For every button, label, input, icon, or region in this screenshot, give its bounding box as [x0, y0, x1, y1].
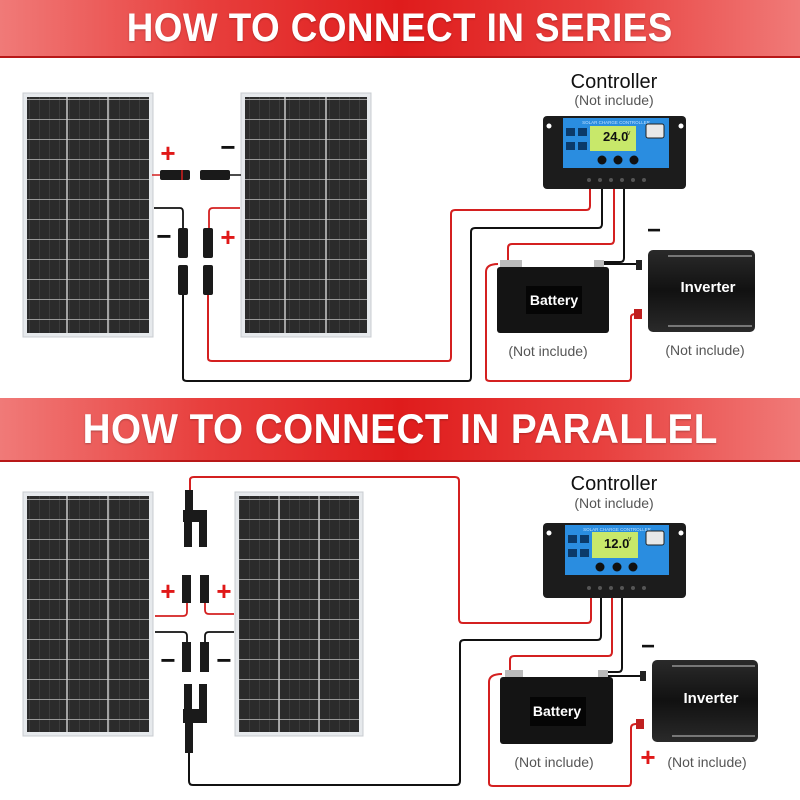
inverter-label: Inverter	[683, 690, 738, 707]
controller-label: Controller	[571, 71, 658, 93]
charge-controller: SOLAR CHARGE CONTROLLER 24.0 V	[543, 116, 686, 189]
minus-mark: −	[220, 132, 235, 162]
y-branch-connector-negative	[182, 642, 209, 753]
inverter-note: (Not include)	[667, 754, 746, 770]
battery: Battery	[497, 260, 609, 333]
parallel-diagram: + + − − Controller (Not include) SOLAR C…	[22, 473, 758, 787]
inverter: Inverter	[634, 250, 755, 332]
battery-label: Battery	[533, 703, 581, 719]
y-branch-connector-positive	[182, 490, 209, 603]
controller-note: (Not include)	[574, 495, 653, 511]
minus-mark: −	[641, 633, 655, 660]
solar-panel-2	[240, 92, 372, 338]
wire-negative-pv	[182, 188, 603, 382]
inverter: Inverter	[636, 660, 758, 742]
solar-panel-1	[22, 491, 154, 737]
battery-note: (Not include)	[508, 343, 587, 359]
wire-inverter-positive	[485, 263, 637, 382]
plus-mark: +	[216, 576, 231, 606]
battery: Battery	[500, 670, 613, 744]
solar-panel-1	[22, 92, 154, 338]
plus-mark: +	[160, 576, 175, 606]
series-title: HOW TO CONNECT IN SERIES	[126, 5, 674, 50]
wire-battery-positive	[509, 598, 613, 672]
lcd-unit: V	[628, 537, 632, 543]
solar-panel-2	[234, 491, 364, 737]
controller-panel-title: SOLAR CHARGE CONTROLLER	[582, 120, 651, 125]
lcd-reading: 24.0	[603, 129, 628, 144]
mc4-connector-pair-horizontal	[152, 170, 241, 180]
wire-battery-positive	[507, 188, 615, 262]
lcd-unit: V	[627, 131, 631, 137]
controller-panel-title: SOLAR CHARGE CONTROLLER	[583, 527, 652, 532]
mc4-connector-vertical-negative	[178, 228, 188, 295]
minus-mark: −	[156, 221, 171, 251]
parallel-title-banner: HOW TO CONNECT IN PARALLEL	[0, 398, 800, 462]
series-title-banner: HOW TO CONNECT IN SERIES	[0, 0, 800, 58]
wire-positive-pv	[207, 188, 591, 362]
charge-controller: SOLAR CHARGE CONTROLLER 12.0 V	[543, 523, 686, 598]
wire-negative-pv	[188, 598, 602, 786]
battery-note: (Not include)	[514, 754, 593, 770]
series-diagram: + − − + Controller (Not include) SOLAR C…	[22, 71, 755, 382]
lcd-reading: 12.0	[604, 536, 629, 551]
parallel-title: HOW TO CONNECT IN PARALLEL	[82, 405, 718, 452]
plus-mark: +	[160, 138, 175, 168]
wire-inverter-positive	[488, 673, 637, 787]
controller-note: (Not include)	[574, 92, 653, 108]
wire-positive-pv	[189, 476, 592, 624]
plus-mark: +	[220, 222, 235, 252]
minus-mark: −	[647, 217, 661, 244]
plus-mark: +	[640, 742, 655, 772]
minus-mark: −	[216, 645, 231, 675]
battery-label: Battery	[530, 292, 578, 308]
wire-battery-negative	[602, 188, 625, 263]
controller-label: Controller	[571, 473, 658, 495]
minus-mark: −	[160, 645, 175, 675]
inverter-label: Inverter	[680, 279, 735, 296]
wire-battery-negative	[605, 598, 623, 673]
mc4-connector-vertical-positive	[203, 228, 213, 295]
inverter-note: (Not include)	[665, 342, 744, 358]
